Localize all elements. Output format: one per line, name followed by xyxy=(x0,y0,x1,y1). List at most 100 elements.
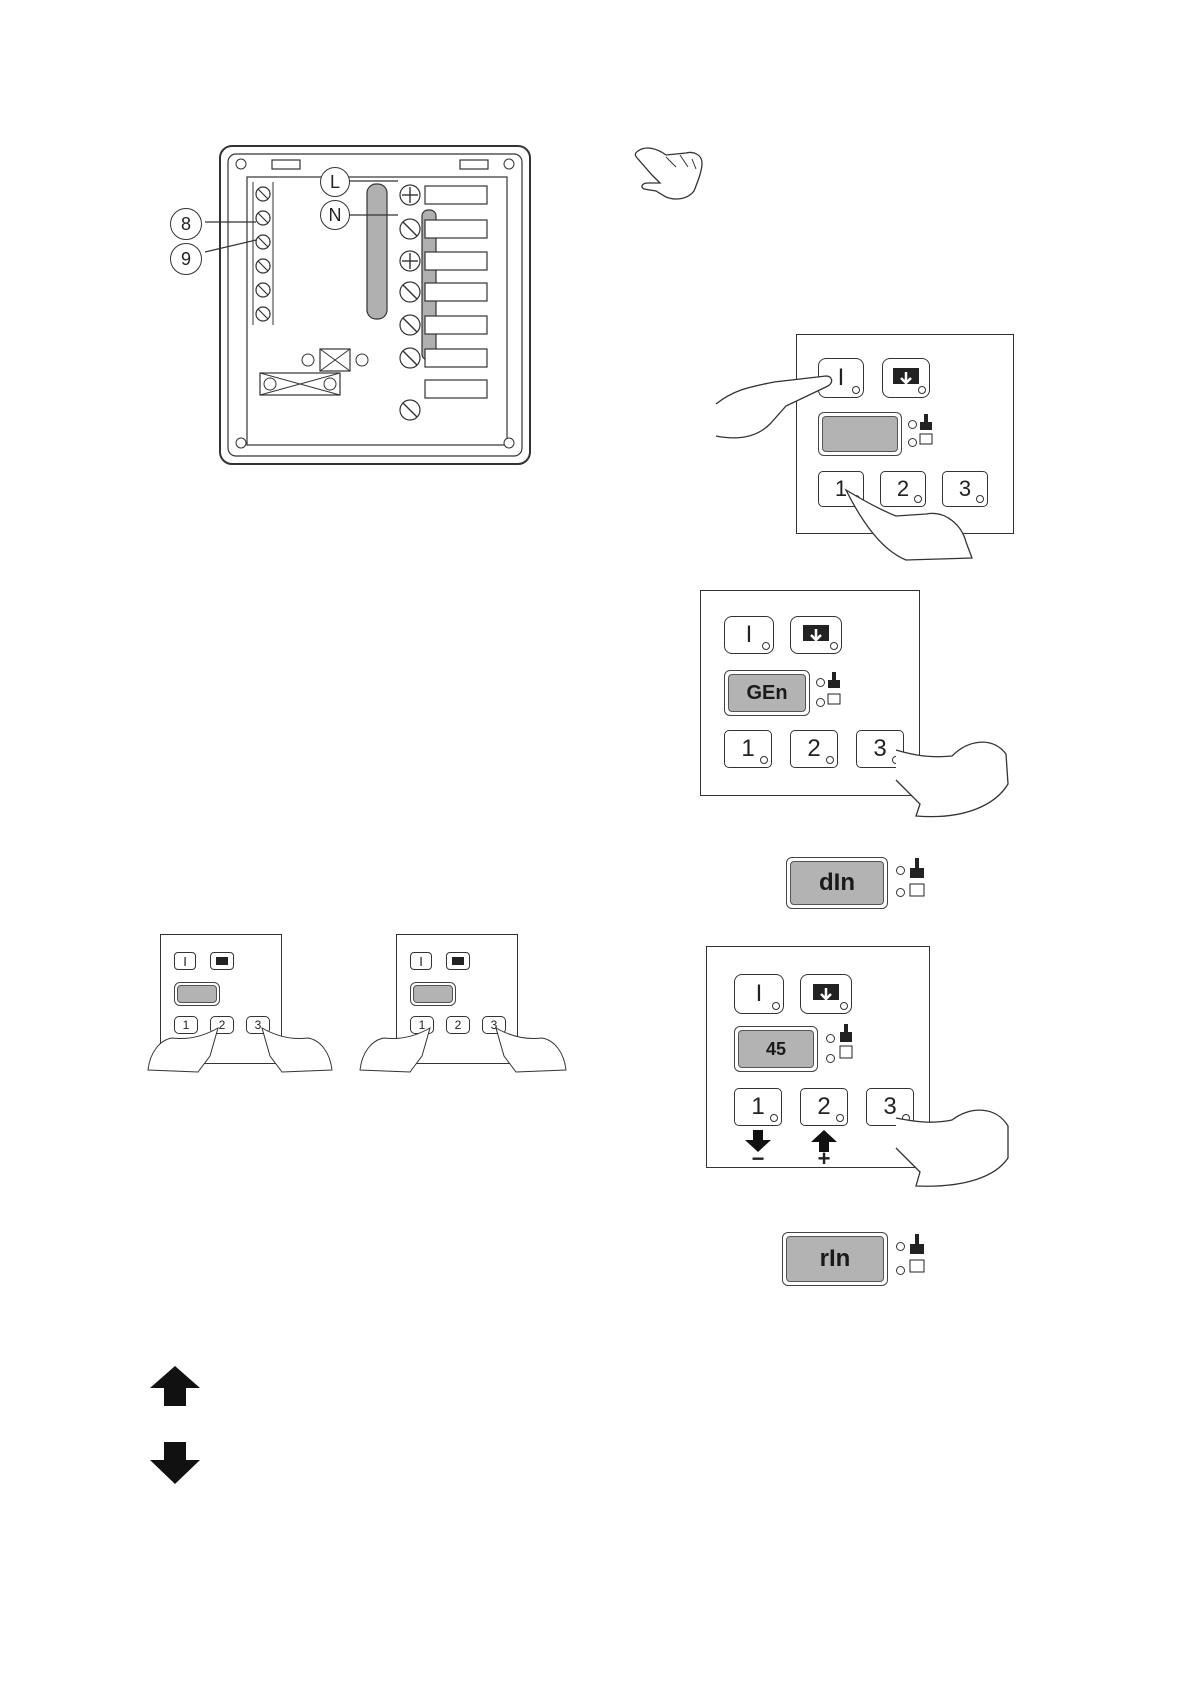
key-3-label: 3 xyxy=(958,476,972,501)
key-1[interactable]: 1 xyxy=(724,730,772,768)
power-led xyxy=(772,1002,780,1010)
power-button[interactable]: I xyxy=(734,974,784,1014)
key-2[interactable]: 2 xyxy=(790,730,838,768)
key-2-label: 2 xyxy=(218,1018,226,1032)
key-3[interactable]: 3 xyxy=(482,1016,506,1034)
status-led-bottom xyxy=(826,1054,835,1063)
plus-label: + xyxy=(817,1146,831,1171)
display-gen: GEn xyxy=(724,670,810,716)
hand-pressing-key-icon xyxy=(261,1026,333,1073)
callout-9: 9 xyxy=(170,243,202,275)
power-key-label: I xyxy=(745,621,753,648)
display-blank xyxy=(410,982,456,1006)
key-1[interactable]: 1 xyxy=(174,1016,198,1034)
display-screen xyxy=(822,416,898,452)
key-3-label: 3 xyxy=(883,1093,897,1120)
tray-led xyxy=(840,1002,848,1010)
display-blank xyxy=(174,982,220,1006)
minus-label: − xyxy=(751,1146,765,1171)
wiring-diagram: 8 9 L N xyxy=(170,140,550,480)
key-2-led xyxy=(836,1114,844,1122)
display-din: dIn xyxy=(786,857,888,909)
key-1-led xyxy=(770,1114,778,1122)
up-arrow-icon xyxy=(811,1130,837,1152)
status-led-top xyxy=(816,678,825,687)
tray-led xyxy=(918,386,926,394)
power-led xyxy=(852,386,860,394)
key-1-label: 1 xyxy=(182,1018,190,1032)
display-screen xyxy=(413,985,453,1003)
power-button[interactable]: I xyxy=(410,952,432,970)
status-led-bottom xyxy=(908,438,917,447)
display-blank xyxy=(818,412,902,456)
display-45: 45 xyxy=(734,1026,818,1072)
key-2-plus[interactable]: 2 xyxy=(800,1088,848,1126)
tray-icon xyxy=(803,625,829,642)
key-2[interactable]: 2 xyxy=(880,471,926,507)
key-2-led xyxy=(914,495,922,503)
down-arrow-icon xyxy=(745,1130,771,1152)
power-key-label: I xyxy=(837,364,845,391)
key-1-minus[interactable]: 1 xyxy=(734,1088,782,1126)
terminal-box-drawing xyxy=(204,145,531,465)
key-3-label: 3 xyxy=(490,1018,498,1032)
status-led-top xyxy=(908,420,917,429)
key-1-led xyxy=(760,756,768,764)
hand-pressing-key-icon xyxy=(844,488,973,561)
key-1-label: 1 xyxy=(834,476,848,501)
ventilation-icon xyxy=(919,414,933,445)
key-2-label: 2 xyxy=(807,735,821,762)
status-led-top xyxy=(896,866,905,875)
key-2-label: 2 xyxy=(896,476,910,501)
power-key-label: I xyxy=(419,953,423,969)
display-rin: rIn xyxy=(782,1232,888,1286)
down-arrow-icon xyxy=(150,1442,200,1484)
label-neutral-n: N xyxy=(320,200,350,230)
tray-icon xyxy=(893,368,919,385)
hand-pressing-key-icon xyxy=(147,1026,219,1073)
key-1-label: 1 xyxy=(751,1093,765,1120)
hand-pressing-power-icon xyxy=(715,375,833,439)
power-button[interactable]: I xyxy=(724,616,774,654)
tray-button[interactable] xyxy=(210,952,234,970)
ventilation-icon xyxy=(909,858,925,897)
hand-pressing-key-icon xyxy=(495,1026,567,1073)
callout-8: 8 xyxy=(170,208,202,240)
power-button[interactable]: I xyxy=(174,952,196,970)
key-2-label: 2 xyxy=(454,1018,462,1032)
key-3[interactable]: 3 xyxy=(866,1088,914,1126)
key-1-label: 1 xyxy=(741,735,755,762)
status-led-top xyxy=(826,1034,835,1043)
tray-icon xyxy=(216,956,228,965)
key-1-label: 1 xyxy=(418,1018,426,1032)
power-key-label: I xyxy=(755,980,763,1007)
tray-button[interactable] xyxy=(446,952,470,970)
tray-button[interactable] xyxy=(882,358,930,398)
ventilation-icon xyxy=(827,672,841,705)
status-led-bottom xyxy=(896,1266,905,1275)
display-screen xyxy=(177,985,217,1003)
label-line-l: L xyxy=(320,167,350,197)
status-led-top xyxy=(896,1242,905,1251)
key-2-led xyxy=(826,756,834,764)
key-3[interactable]: 3 xyxy=(942,471,988,507)
key-3-led xyxy=(976,495,984,503)
key-2-label: 2 xyxy=(817,1093,831,1120)
tray-button[interactable] xyxy=(790,616,842,654)
hand-pointing-icon xyxy=(634,147,703,200)
up-arrow-icon xyxy=(150,1366,200,1406)
hand-pressing-key-icon xyxy=(895,741,1009,818)
hand-pressing-key-icon xyxy=(359,1026,431,1073)
display-screen: GEn xyxy=(728,674,806,712)
tray-button[interactable] xyxy=(800,974,852,1014)
key-2[interactable]: 2 xyxy=(446,1016,470,1034)
key-3-label: 3 xyxy=(254,1018,262,1032)
hand-pressing-key-icon xyxy=(895,1109,1009,1187)
display-rin-screen: rIn xyxy=(786,1236,884,1282)
ventilation-icon xyxy=(839,1024,853,1059)
power-key-label: I xyxy=(183,953,187,969)
display-din-screen: dIn xyxy=(790,861,884,905)
status-led-bottom xyxy=(896,888,905,897)
key-3-label: 3 xyxy=(873,735,887,762)
key-3[interactable]: 3 xyxy=(856,730,904,768)
